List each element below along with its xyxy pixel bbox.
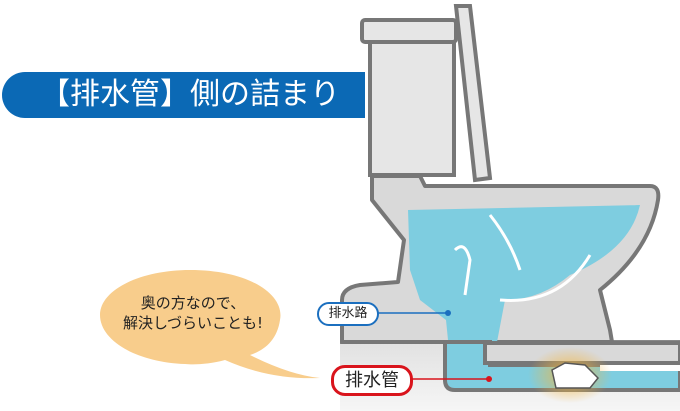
bubble-line-2: 解決しづらいことも! [122,314,264,332]
bowl-water [408,205,640,360]
toilet-tank [368,38,456,177]
toilet-seat-lid [453,4,493,183]
clog-paper-icon [551,362,600,389]
bubble-line-1: 奥の方なので、 [140,294,246,312]
speech-bubble [100,270,320,379]
title-banner: 【排水管】側の詰まり [2,72,365,118]
drain-pipe-label: 排水管 [331,365,413,396]
drain-path-label: 排水路 [317,302,379,326]
speech-bubble-text: 奥の方なので、 解決しづらいことも! [118,293,268,333]
tank-lid [360,18,458,44]
